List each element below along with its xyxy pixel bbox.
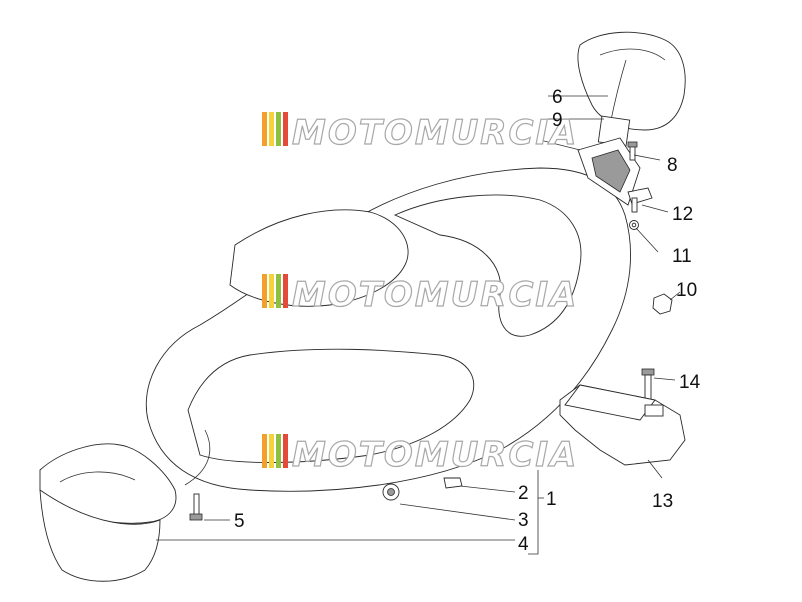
screw-5 bbox=[189, 493, 203, 521]
bush-3 bbox=[382, 483, 400, 501]
storage-tray-part bbox=[39, 443, 177, 582]
callout-13: 13 bbox=[652, 491, 673, 512]
callout-2: 2 bbox=[518, 483, 529, 504]
washer-11 bbox=[629, 220, 639, 230]
backrest-pad-part bbox=[577, 31, 686, 131]
callout-8: 8 bbox=[667, 155, 678, 176]
callout-10: 10 bbox=[676, 280, 697, 301]
watermark-bottom: MOTOMURCIA bbox=[262, 434, 578, 476]
callout-3: 3 bbox=[518, 510, 529, 531]
watermark-top: MOTOMURCIA bbox=[262, 112, 578, 154]
callout-5: 5 bbox=[234, 511, 245, 532]
cover-part bbox=[559, 384, 686, 466]
clip-2 bbox=[443, 477, 463, 489]
screw-12 bbox=[631, 197, 638, 213]
screw-8 bbox=[627, 141, 638, 161]
callout-14: 14 bbox=[679, 372, 701, 393]
backrest-bracket-part bbox=[577, 115, 653, 206]
watermark-text: MOTOMURCIA bbox=[292, 435, 578, 475]
callout-6: 6 bbox=[552, 87, 563, 108]
callout-labels: 6 9 8 12 11 10 14 13 5 2 3 4 1 bbox=[234, 87, 701, 555]
watermark-middle: MOTOMURCIA bbox=[262, 274, 578, 316]
callout-9: 9 bbox=[552, 110, 563, 131]
callout-12: 12 bbox=[672, 204, 693, 225]
callout-11: 11 bbox=[672, 246, 692, 267]
watermark-text: MOTOMURCIA bbox=[292, 275, 578, 315]
callout-1: 1 bbox=[546, 489, 557, 510]
leader-lines bbox=[156, 95, 681, 555]
seat-part bbox=[145, 167, 631, 492]
nut-10 bbox=[652, 293, 673, 315]
callout-4: 4 bbox=[518, 534, 529, 555]
watermark-text: MOTOMURCIA bbox=[292, 113, 578, 153]
